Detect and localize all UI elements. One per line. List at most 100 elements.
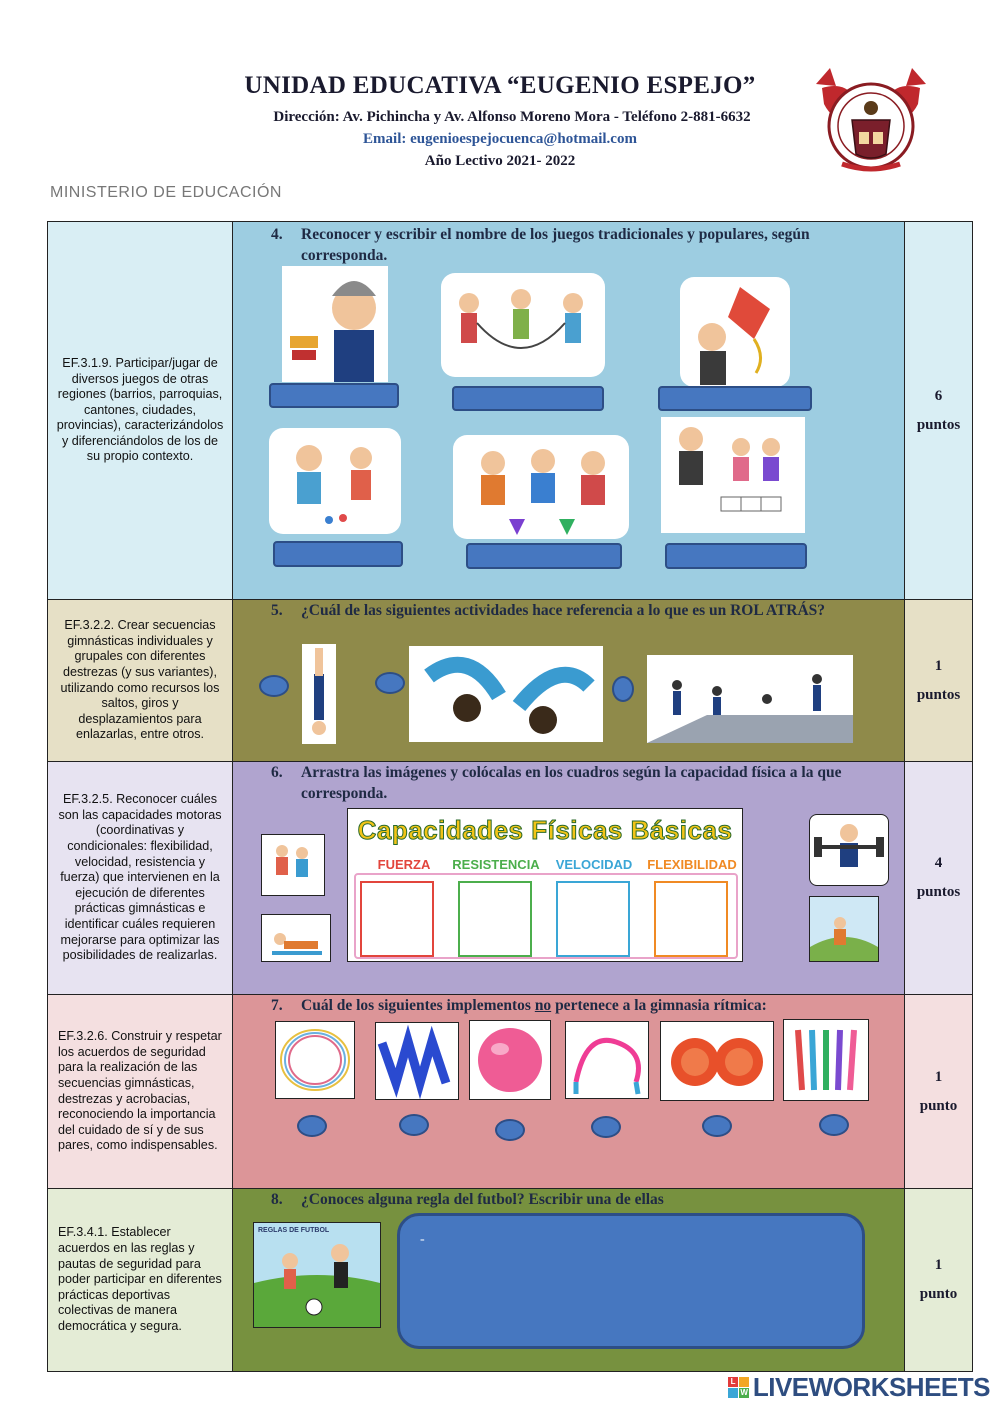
drag-image-velocidad[interactable] <box>261 834 325 896</box>
table-row: EF.3.2.2. Crear secuencias gimnásticas i… <box>48 600 972 762</box>
criterion-text: EF.3.4.1. Establecer acuerdos en las reg… <box>58 1225 222 1333</box>
criterion-text: EF.3.2.2. Crear secuencias gimnásticas i… <box>60 618 220 742</box>
question-cell: 5. ¿Cuál de las siguientes actividades h… <box>233 600 905 761</box>
drop-box-resistencia[interactable] <box>458 881 532 957</box>
points-label: punto <box>919 1286 958 1302</box>
implement-image-aros <box>275 1021 355 1099</box>
question-number: 6. <box>271 764 283 781</box>
drop-zone-frame <box>354 873 738 959</box>
option-image-rol <box>409 646 603 742</box>
drag-image-resistencia[interactable] <box>809 896 879 962</box>
table-row: EF.3.2.6. Construir y respetar los acuer… <box>48 995 972 1189</box>
logo-tile-l: L <box>727 1377 738 1387</box>
points-cell: 1 puntos <box>905 600 972 761</box>
question-text: Reconocer y escribir el nombre de los ju… <box>301 226 810 264</box>
points-cell: 1 punto <box>905 995 972 1188</box>
game-image-trompos <box>453 435 629 539</box>
question-text: ¿Conoces alguna regla del futbol? Escrib… <box>301 1191 664 1208</box>
school-year: Año Lectivo 2021- 2022 <box>424 153 576 169</box>
question-text-pre: Cuál de los siguientes implementos <box>301 997 535 1014</box>
implement-image-cinta <box>375 1022 459 1100</box>
drop-box-fuerza[interactable] <box>360 881 434 957</box>
school-email: Email: eugenioespejocuenca@hotmail.com <box>363 131 637 147</box>
option-radio-3[interactable] <box>612 676 634 702</box>
school-address: Dirección: Av. Pichincha y Av. Alfonso M… <box>273 109 751 125</box>
question-number: 7. <box>271 997 283 1014</box>
answer-slot-3[interactable] <box>658 386 812 411</box>
points-label: punto <box>919 1097 958 1114</box>
points-number: 1 <box>934 1068 943 1085</box>
points-number: 1 <box>934 657 943 674</box>
points-cell: 4 puntos <box>905 762 972 994</box>
criterion-text: EF.3.1.9. Participar/jugar de diversos j… <box>56 355 224 464</box>
label-resistencia: RESISTENCIA <box>452 857 540 872</box>
logo-tile-blank-1 <box>738 1377 749 1387</box>
question-text-post: pertenece a la gimnasia rítmica: <box>551 997 767 1014</box>
school-name: UNIDAD EDUCATIVA “EUGENIO ESPEJO” <box>244 72 756 99</box>
question-text: Arrastra las imágenes y colócalas en los… <box>301 764 842 802</box>
option-image-secuencia <box>647 655 853 743</box>
implement-image-mazas <box>783 1019 869 1101</box>
question-text-emphasis: no <box>534 997 552 1014</box>
implement-image-pelota <box>469 1020 551 1100</box>
answer-slot-5[interactable] <box>466 543 622 569</box>
game-image-canicas <box>269 428 401 534</box>
drop-box-flexibilidad[interactable] <box>654 881 728 957</box>
answer-slot-6[interactable] <box>665 543 807 569</box>
question-number: 8. <box>271 1191 283 1208</box>
criterion-cell: EF.3.2.6. Construir y respetar los acuer… <box>48 995 233 1188</box>
points-cell: 6 puntos <box>905 222 972 599</box>
drag-image-fuerza[interactable] <box>809 814 889 886</box>
points-number: 6 <box>934 387 943 404</box>
option-image-handstand <box>302 644 336 744</box>
game-image-saltar-cuerda <box>441 273 605 377</box>
question-cell: 7. Cuál de los siguientes implementos no… <box>233 995 905 1188</box>
answer-slot-4[interactable] <box>273 541 403 567</box>
question-cell: 6. Arrastra las imágenes y colócalas en … <box>233 762 905 994</box>
capacidades-title: Capacidades Físicas Básicas <box>357 815 733 846</box>
answer-slot-2[interactable] <box>452 386 604 411</box>
question-text: Cuál de los siguientes implementos no pe… <box>301 995 767 1016</box>
question-number: 5. <box>271 602 283 619</box>
points-number: 1 <box>934 1257 943 1273</box>
question-cell: 8. ¿Conoces alguna regla del futbol? Esc… <box>233 1189 905 1371</box>
futbol-rules-image: REGLAS DE FUTBOL <box>253 1222 381 1328</box>
game-image-trompo <box>282 266 388 382</box>
answer-slot-1[interactable] <box>269 383 399 408</box>
label-velocidad: VELOCIDAD <box>555 857 633 872</box>
implement-image-pompones <box>660 1021 774 1101</box>
school-crest-icon <box>816 68 926 172</box>
game-image-cometa <box>680 277 790 387</box>
logo-tile-w: W <box>738 1388 749 1398</box>
points-label: puntos <box>916 884 961 900</box>
logo-tile-blank-2 <box>727 1388 738 1398</box>
drop-box-velocidad[interactable] <box>556 881 630 957</box>
game-image-rayuela <box>661 417 805 533</box>
liveworksheets-brand: LIVEWORKSHEETS <box>752 1372 991 1402</box>
question-cell: 4. Reconocer y escribir el nombre de los… <box>233 222 905 599</box>
liveworksheets-logo: L W LIVEWORKSHEETS <box>727 1372 991 1403</box>
ministry-label: MINISTERIO DE EDUCACIÓN <box>50 184 282 201</box>
activity-table: EF.3.1.9. Participar/jugar de diversos j… <box>47 221 973 1372</box>
criterion-text: EF.3.2.5. Reconocer cuáles son las capac… <box>58 792 222 963</box>
points-number: 4 <box>934 855 943 871</box>
criterion-cell: EF.3.2.2. Crear secuencias gimnásticas i… <box>48 600 233 761</box>
implement-image-cuerda <box>565 1021 649 1099</box>
option-radio-1[interactable] <box>259 675 289 697</box>
table-row: EF.3.2.5. Reconocer cuáles son las capac… <box>48 762 972 995</box>
option-radio-cinta[interactable] <box>399 1114 429 1136</box>
option-radio-pompones[interactable] <box>702 1115 732 1137</box>
drag-image-flexibilidad[interactable] <box>261 914 331 962</box>
futbol-sign-text: REGLAS DE FUTBOL <box>258 1227 330 1234</box>
criterion-cell: EF.3.2.5. Reconocer cuáles son las capac… <box>48 762 233 994</box>
table-row: EF.3.1.9. Participar/jugar de diversos j… <box>48 222 972 600</box>
option-radio-cuerda[interactable] <box>591 1116 621 1138</box>
liveworksheets-tiles-icon: L W <box>727 1377 749 1398</box>
rule-answer-textarea[interactable]: - <box>397 1213 865 1349</box>
option-radio-aros[interactable] <box>297 1115 327 1137</box>
option-radio-2[interactable] <box>375 672 405 694</box>
points-cell: 1 punto <box>905 1189 972 1371</box>
option-radio-mazas[interactable] <box>819 1114 849 1136</box>
points-label: puntos <box>916 416 961 433</box>
option-radio-pelota[interactable] <box>495 1119 525 1141</box>
